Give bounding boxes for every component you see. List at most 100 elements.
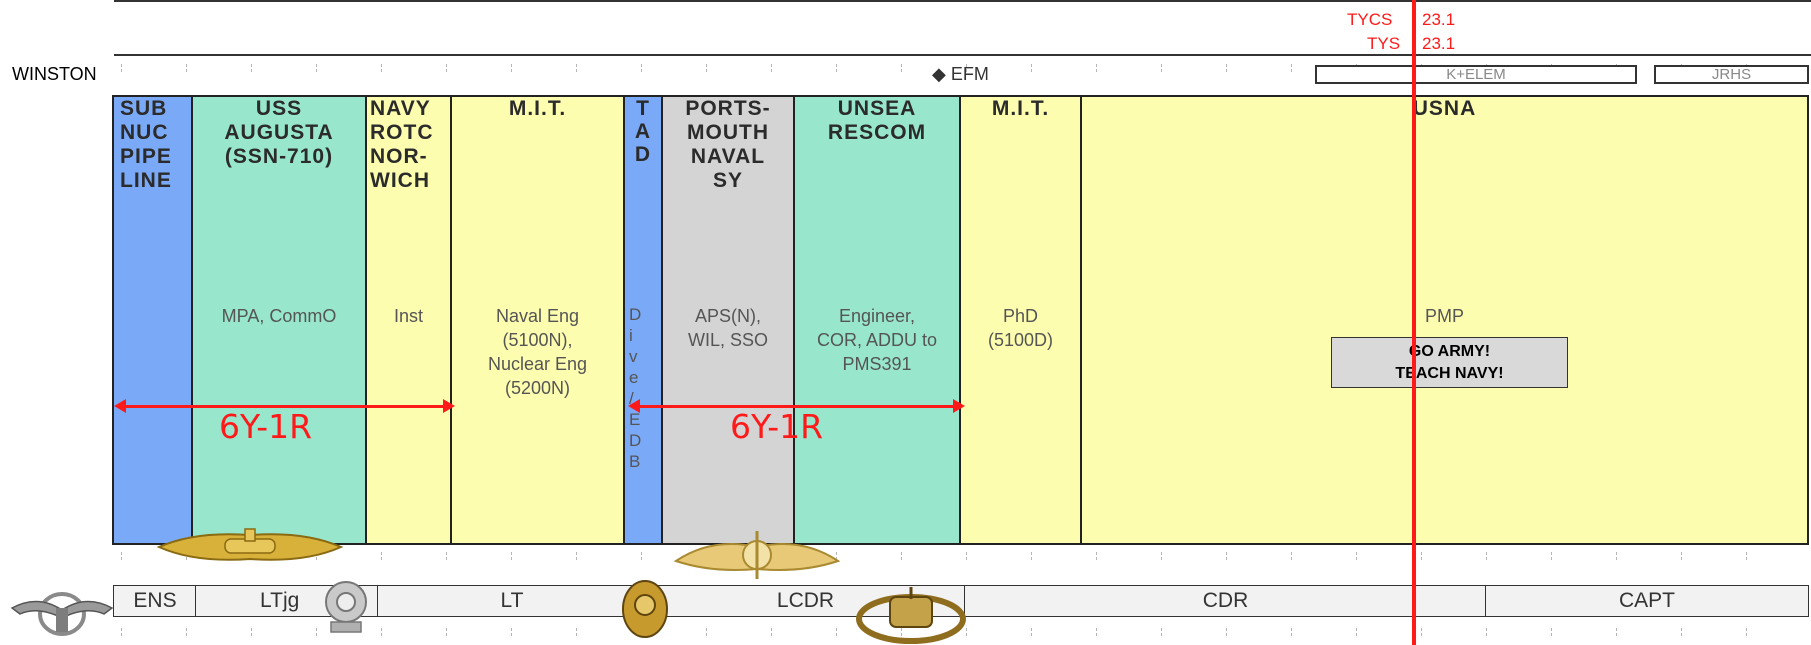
assignment-uss-augusta[interactable]: USS AUGUSTA (SSN-710) MPA, CommO bbox=[191, 95, 367, 545]
top-rule bbox=[114, 0, 1811, 2]
eod-badge-icon bbox=[856, 587, 966, 644]
rank-cdr: CDR bbox=[964, 585, 1487, 617]
timeline-tick bbox=[1096, 628, 1097, 636]
timeline-tick bbox=[446, 628, 447, 636]
timeline-tick bbox=[511, 552, 512, 560]
timeline-tick bbox=[641, 64, 642, 72]
timeline-tick bbox=[1161, 552, 1162, 560]
timeline-tick bbox=[1226, 64, 1227, 72]
timeline-tick bbox=[1031, 64, 1032, 72]
timeline-tick bbox=[1226, 552, 1227, 560]
submarine-dolphins-badge-icon bbox=[156, 528, 344, 561]
timeline-tick bbox=[901, 64, 902, 72]
timeline-tick bbox=[836, 628, 837, 636]
surface-warfare-badge-icon bbox=[673, 531, 841, 579]
timeline-tick bbox=[1291, 64, 1292, 72]
timeline-tick bbox=[1421, 628, 1422, 636]
upper-rule bbox=[114, 54, 1811, 56]
timeline-tick bbox=[251, 628, 252, 636]
tour-arrow-2 bbox=[638, 405, 954, 408]
assignment-unsea-rescom[interactable]: UNSEA RESCOM Engineer, COR, ADDU to PMS3… bbox=[793, 95, 961, 545]
timeline-tick bbox=[1746, 552, 1747, 560]
timeline-tick bbox=[901, 552, 902, 560]
timeline-tick bbox=[121, 628, 122, 636]
assignment-title: UNSEA RESCOM bbox=[827, 97, 927, 144]
timeline-tick bbox=[1616, 552, 1617, 560]
timeline-tick bbox=[1551, 628, 1552, 636]
timeline-tick bbox=[186, 64, 187, 72]
timeline-tick bbox=[1031, 552, 1032, 560]
timeline-tick bbox=[446, 552, 447, 560]
assignment-title: NAVY ROTC NOR- WICH bbox=[370, 97, 434, 192]
timeline-tick bbox=[1291, 552, 1292, 560]
air-assault-badge-icon bbox=[10, 592, 114, 636]
assignment-desc: APS(N), WIL, SSO bbox=[687, 306, 768, 350]
arrow-right-head bbox=[443, 399, 455, 413]
timeline-tick bbox=[966, 64, 967, 72]
assignment-title: M.I.T. bbox=[991, 97, 1050, 120]
timeline-tick bbox=[1096, 552, 1097, 560]
timeline-tick bbox=[1356, 628, 1357, 636]
timeline-tick bbox=[576, 628, 577, 636]
tycs-label: TYCS bbox=[1347, 10, 1393, 29]
timeline-tick bbox=[576, 64, 577, 72]
timeline-tick bbox=[706, 64, 707, 72]
timeline-tick bbox=[1421, 552, 1422, 560]
note-line-1: GO ARMY! bbox=[1408, 343, 1491, 360]
timeline-tick bbox=[1486, 628, 1487, 636]
timeline-tick bbox=[1681, 628, 1682, 636]
timeline-tick bbox=[251, 64, 252, 72]
tour-label-1: 6Y-1R bbox=[219, 407, 313, 446]
timeline-tick bbox=[1031, 628, 1032, 636]
timeline-tick bbox=[901, 628, 902, 636]
assignment-title: SUB NUC PIPE LINE bbox=[120, 97, 172, 192]
timeline-tick bbox=[381, 64, 382, 72]
timeline-tick bbox=[1616, 628, 1617, 636]
note-line-2: TEACH NAVY! bbox=[1395, 365, 1504, 382]
assignment-mit-1[interactable]: M.I.T. Naval Eng (5100N), Nuclear Eng (5… bbox=[450, 95, 625, 545]
rank-capt: CAPT bbox=[1485, 585, 1809, 617]
timeline-tick bbox=[771, 64, 772, 72]
timeline-tick bbox=[771, 628, 772, 636]
tour-arrow-1 bbox=[124, 405, 444, 408]
assignment-desc: Inst bbox=[393, 306, 423, 326]
school-jrhs: JRHS bbox=[1654, 65, 1809, 84]
tys-label: TYS bbox=[1367, 34, 1401, 53]
assignment-title: M.I.T. bbox=[508, 97, 567, 120]
assignment-usna[interactable]: USNA PMP bbox=[1080, 95, 1809, 545]
assignment-mit-2[interactable]: M.I.T. PhD (5100D) bbox=[959, 95, 1082, 545]
timeline-tick bbox=[316, 628, 317, 636]
timeline-tick bbox=[1551, 552, 1552, 560]
timeline-tick bbox=[381, 628, 382, 636]
assignment-desc: D i v e / E D B bbox=[629, 305, 642, 471]
timeline-tick bbox=[511, 64, 512, 72]
timeline-tick bbox=[641, 552, 642, 560]
diver-helmet-badge-icon bbox=[325, 581, 367, 633]
assignment-title: USNA bbox=[1412, 97, 1477, 120]
assignment-nrotc-norwich[interactable]: NAVY ROTC NOR- WICH Inst bbox=[365, 95, 452, 545]
timeline-tick bbox=[381, 552, 382, 560]
timeline-tick bbox=[186, 628, 187, 636]
timeline-tick bbox=[576, 552, 577, 560]
assignment-desc: PhD (5100D) bbox=[987, 306, 1054, 350]
assignment-portsmouth-naval-sy[interactable]: PORTS- MOUTH NAVAL SY APS(N), WIL, SSO bbox=[661, 95, 795, 545]
efm-marker: ◆ EFM bbox=[932, 64, 989, 84]
assignment-tad[interactable]: T A D D i v e / E D B bbox=[623, 95, 663, 545]
timeline-tick bbox=[1356, 552, 1357, 560]
arrow-left-head bbox=[628, 399, 640, 413]
assignment-desc: Naval Eng (5100N), Nuclear Eng (5200N) bbox=[487, 306, 588, 398]
officer-name: WINSTON bbox=[12, 64, 97, 84]
assignment-title: USS AUGUSTA (SSN-710) bbox=[224, 97, 334, 168]
arrow-right-head bbox=[953, 399, 965, 413]
timeline-tick bbox=[1226, 628, 1227, 636]
rank-ens: ENS bbox=[113, 585, 197, 617]
timeline-ticks-mid bbox=[114, 552, 1811, 564]
timeline-tick bbox=[1746, 628, 1747, 636]
timeline-tick bbox=[1291, 628, 1292, 636]
tycs-marker-line bbox=[1412, 0, 1416, 645]
timeline-tick bbox=[121, 552, 122, 560]
timeline-tick bbox=[836, 552, 837, 560]
tycs-value: 23.1 bbox=[1422, 10, 1456, 29]
assignment-desc: PMP bbox=[1424, 306, 1464, 326]
assignment-sub-nuc-pipeline[interactable]: SUB NUC PIPE LINE bbox=[112, 95, 193, 545]
